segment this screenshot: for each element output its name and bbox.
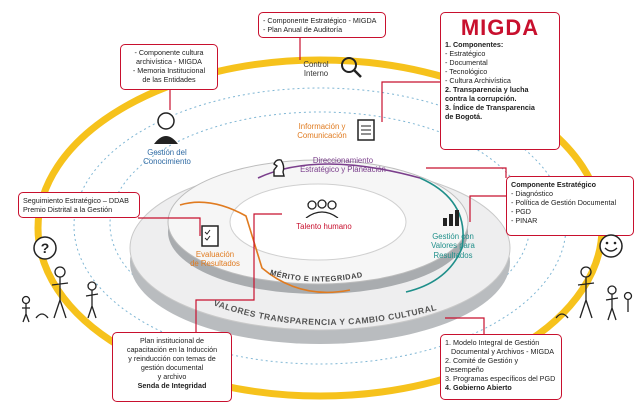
info-line-1: Información y <box>298 122 346 131</box>
right-mid-line-4: - PINAR <box>511 216 538 225</box>
migda-item-5: - Cultura Archivística <box>445 76 511 86</box>
migda-box: MIGDA 1. Componentes: - Estratégico - Do… <box>440 12 560 150</box>
talento-label: Talento humano <box>296 222 352 231</box>
top-box-line-1: - Componente Estratégico - MIGDA <box>263 16 377 25</box>
smile-bubble-icon <box>599 234 623 258</box>
gestion-line-2: Conocimiento <box>143 157 191 167</box>
person-head-icon <box>154 112 178 144</box>
gestion-line-1: Gestión del <box>147 148 187 157</box>
migda-item-9: de Bogotá. <box>445 112 483 122</box>
migda-item-4: - Tecnológico <box>445 67 488 77</box>
evaluacion-label: Evaluación de Resultados <box>180 250 250 269</box>
control-line-1: Control <box>303 60 329 69</box>
bar-chart-icon <box>443 210 459 226</box>
right-mid-line-1: - Diagnóstico <box>511 189 553 198</box>
bottom-left-line-3: y reinducción con temas de <box>128 354 216 363</box>
left-top-line-2: archivística - MIGDA <box>136 57 202 66</box>
top-box-line-2: - Plan Anual de Auditoría <box>263 25 343 34</box>
checklist-icon <box>201 225 219 247</box>
right-people-illustration <box>555 266 633 321</box>
svg-text:?: ? <box>41 240 50 256</box>
gv-line-3: Resultados <box>433 250 473 260</box>
seguimiento-estrategico-box: Seguimiento Estratégico – DDAB Premio Di… <box>18 192 140 218</box>
plan-capacitacion-box: Plan institucional de capacitación en la… <box>112 332 232 402</box>
orange-arc <box>179 201 351 294</box>
cultura-archivistica-box: - Componente cultura archivística - MIGD… <box>120 44 218 90</box>
question-bubble-icon: ? <box>33 236 57 260</box>
migda-item-1: 1. Componentes: <box>445 40 504 50</box>
informacion-label: Información y Comunicación <box>284 122 360 141</box>
eval-line-1: Evaluación <box>195 250 235 259</box>
document-icon <box>357 119 375 141</box>
bottom-right-line-1: 1. Modelo Integral de Gestión <box>445 338 540 347</box>
left-mid-line-1: Seguimiento Estratégico – DDAB <box>23 196 129 205</box>
eval-line-2: de Resultados <box>190 259 240 269</box>
left-people-illustration <box>21 266 99 323</box>
componente-estrategico-box: Componente Estratégico - Diagnóstico - P… <box>506 176 634 236</box>
bottom-left-line-2: capacitación en la Inducción <box>126 345 218 354</box>
right-mid-line-3: - PGD <box>511 207 531 216</box>
right-mid-title: Componente Estratégico <box>511 180 597 189</box>
gv-line-1: Gestión con <box>432 232 474 241</box>
right-mid-line-2: - Política de Gestión Documental <box>511 198 617 207</box>
chess-knight-icon <box>273 159 285 177</box>
gestion-valores-label: Gestión con Valores para Resultados <box>424 232 482 260</box>
inner-platform <box>229 183 407 261</box>
gestion-conocimiento-label: Gestión del Conocimiento <box>132 148 202 167</box>
bottom-right-line-5: 4. Gobierno Abierto <box>445 383 512 392</box>
migda-item-3: - Documental <box>445 58 488 68</box>
info-line-2: Comunicación <box>297 131 347 141</box>
left-mid-line-2: Premio Distrital a la Gestión <box>23 205 113 214</box>
bottom-right-line-3: 2. Comité de Gestión y Desempeño <box>445 356 519 374</box>
migda-item-2: - Estratégico <box>445 49 486 59</box>
connectors <box>138 38 508 342</box>
migda-item-6: 2. Transparencia y lucha <box>445 85 529 95</box>
left-top-line-3: - Memoria Institucional <box>132 66 206 75</box>
direccionamiento-label: Direccionamiento Estratégico y Planeació… <box>288 156 398 175</box>
modelo-integral-box: 1. Modelo Integral de Gestión Documental… <box>440 334 562 400</box>
bottom-right-line-4: 3. Programas específicos del PGD <box>445 374 556 383</box>
left-top-line-1: - Componente cultura <box>134 48 204 57</box>
migda-item-8: 3. Índice de Transparencia <box>445 103 535 113</box>
gv-line-2: Valores para <box>431 241 475 251</box>
magnifier-icon <box>341 57 362 78</box>
migda-logo: MIGDA <box>460 15 540 40</box>
bottom-left-line-4: gestión documental <box>140 363 204 372</box>
bottom-left-line-5: y archivo <box>157 372 187 381</box>
bottom-right-line-2: Documental y Archivos - MIGDA <box>451 347 555 356</box>
migda-item-7: contra la corrupción. <box>445 94 517 104</box>
dir-line-2: Estratégico y Planeación <box>300 165 386 175</box>
teal-arc <box>405 177 464 293</box>
bottom-left-line-6: Senda de Integridad <box>137 381 207 390</box>
dir-line-1: Direccionamiento <box>312 156 374 165</box>
bottom-left-line-1: Plan institucional de <box>140 336 204 345</box>
control-line-2: Interno <box>303 69 329 79</box>
purple-arc <box>257 163 421 179</box>
people-group-icon <box>305 199 339 218</box>
left-top-line-4: de las Entidades <box>142 75 196 84</box>
control-interno-label: Control Interno <box>286 60 346 79</box>
control-interno-box: - Componente Estratégico - MIGDA - Plan … <box>258 12 386 38</box>
